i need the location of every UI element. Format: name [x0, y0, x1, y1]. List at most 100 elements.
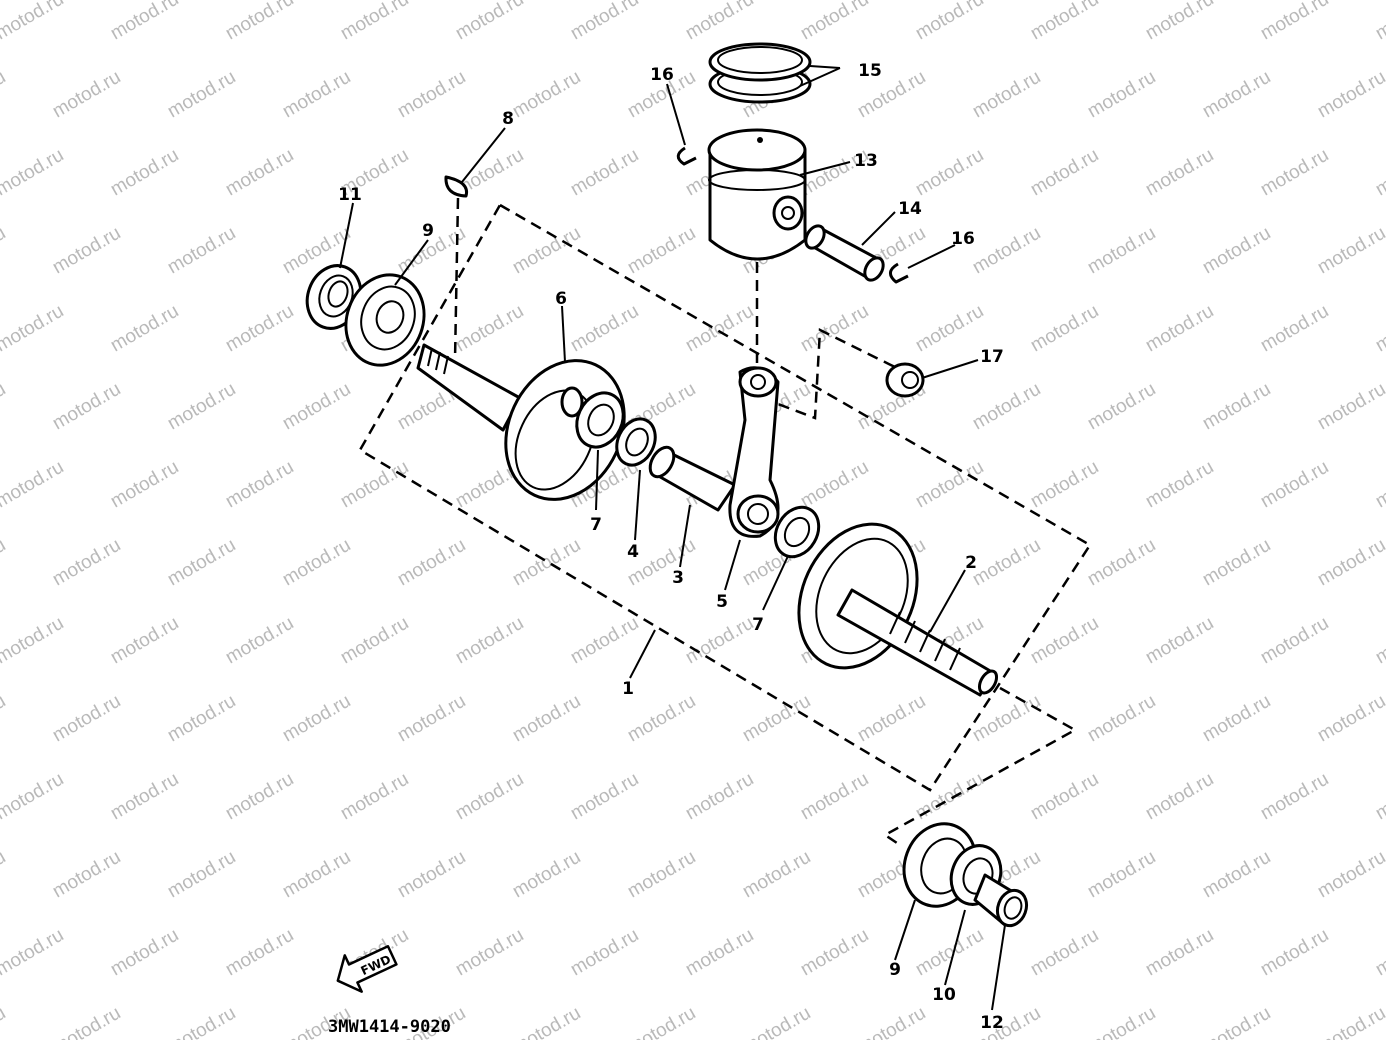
- watermark-text: motod.ru: [567, 769, 642, 825]
- callout-7-right: 7: [752, 615, 764, 635]
- watermark-text: motod.ru: [222, 145, 297, 201]
- watermark-text: motod.ru: [0, 613, 67, 669]
- watermark-text: motod.ru: [854, 691, 929, 747]
- watermark-text: motod.ru: [567, 301, 642, 357]
- watermark-text: motod.ru: [1314, 1003, 1386, 1040]
- watermark-text: motod.ru: [1257, 925, 1332, 981]
- watermark-text: motod.ru: [1142, 301, 1217, 357]
- watermark-text: motod.ru: [279, 67, 354, 123]
- watermark-text: motod.ru: [49, 379, 124, 435]
- watermark-text: motod.ru: [912, 301, 987, 357]
- watermark-text: motod.ru: [49, 223, 124, 279]
- watermark-text: motod.ru: [0, 1003, 9, 1040]
- watermark-text: motod.ru: [0, 145, 67, 201]
- assembly-outline-dashed: [358, 203, 1092, 792]
- watermark-text: motod.ru: [1372, 769, 1386, 825]
- watermark-text: motod.ru: [854, 1003, 929, 1040]
- watermark-text: motod.ru: [337, 0, 412, 44]
- watermark-text: motod.ru: [969, 223, 1044, 279]
- callout-10: 10: [932, 985, 956, 1005]
- watermark-text: motod.ru: [222, 613, 297, 669]
- watermark-text: motod.ru: [107, 613, 182, 669]
- watermark-text: motod.ru: [1372, 925, 1386, 981]
- watermark-text: motod.ru: [1257, 301, 1332, 357]
- callout-14: 14: [898, 199, 922, 219]
- watermark-text: motod.ru: [509, 535, 584, 591]
- callout-12: 12: [980, 1013, 1004, 1033]
- watermark-text: motod.ru: [222, 769, 297, 825]
- watermark-text: motod.ru: [1084, 1003, 1159, 1040]
- watermark-text: motod.ru: [1084, 535, 1159, 591]
- watermark-text: motod.ru: [164, 535, 239, 591]
- drawing-code: 3MW1414-9020: [328, 1017, 451, 1037]
- crank-pin: [648, 445, 737, 512]
- piston: [707, 128, 807, 261]
- collar: [973, 873, 1029, 928]
- watermark-text: motod.ru: [1142, 0, 1217, 44]
- watermark-text: motod.ru: [969, 691, 1044, 747]
- watermark-text: motod.ru: [394, 535, 469, 591]
- watermark-text: motod.ru: [1142, 769, 1217, 825]
- watermark-text: motod.ru: [1314, 67, 1386, 123]
- watermark-text: motod.ru: [1372, 301, 1386, 357]
- watermark-text: motod.ru: [452, 0, 527, 44]
- crankshaft-left-shaft: [416, 343, 522, 432]
- watermark-text: motod.ru: [1372, 457, 1386, 513]
- watermark-text: motod.ru: [1027, 457, 1102, 513]
- watermark-text: motod.ru: [739, 847, 814, 903]
- link-line-dashed-bottom: [882, 686, 1078, 847]
- watermark-text: motod.ru: [509, 223, 584, 279]
- watermark-text: motod.ru: [509, 691, 584, 747]
- watermark-text: motod.ru: [624, 691, 699, 747]
- callout-16-right: 16: [951, 229, 975, 249]
- watermark-text: motod.ru: [107, 457, 182, 513]
- watermark-text: motod.ru: [107, 0, 182, 44]
- callout-17: 17: [980, 347, 1004, 367]
- watermark-text: motod.ru: [509, 1003, 584, 1040]
- watermark-text: motod.ru: [1257, 769, 1332, 825]
- watermark-text: motod.ru: [337, 613, 412, 669]
- watermark-text: motod.ru: [682, 925, 757, 981]
- watermark-text: motod.ru: [164, 67, 239, 123]
- watermark-text: motod.ru: [0, 379, 9, 435]
- callout-labels: 1 2 3 4 5 6 7 7 8 9 9 10 11 12 13 14 15 …: [338, 61, 1004, 1033]
- callout-15: 15: [858, 61, 882, 81]
- watermark-text: motod.ru: [1314, 379, 1386, 435]
- watermark-text: motod.ru: [279, 535, 354, 591]
- watermark-text: motod.ru: [0, 691, 9, 747]
- callout-9-right: 9: [889, 960, 901, 980]
- watermark-text: motod.ru: [394, 67, 469, 123]
- watermark-text: motod.ru: [107, 925, 182, 981]
- callout-6: 6: [555, 289, 567, 309]
- callout-4: 4: [627, 542, 639, 562]
- callout-9-left: 9: [422, 221, 434, 241]
- watermark-text: motod.ru: [279, 379, 354, 435]
- watermark-text: motod.ru: [222, 301, 297, 357]
- watermark-text: motod.ru: [1199, 691, 1274, 747]
- bearing-web-right: [773, 505, 821, 559]
- watermark-text: motod.ru: [1027, 925, 1102, 981]
- watermark-text: motod.ru: [107, 301, 182, 357]
- watermark-text: motod.ru: [1084, 223, 1159, 279]
- callout-1: 1: [622, 679, 634, 699]
- watermark-text: motod.ru: [0, 67, 9, 123]
- watermark-text: motod.ru: [1372, 0, 1386, 44]
- watermark-text: motod.ru: [1314, 535, 1386, 591]
- watermark-text: motod.ru: [739, 1003, 814, 1040]
- callout-2: 2: [965, 553, 977, 573]
- watermark-text: motod.ru: [164, 1003, 239, 1040]
- watermark-text: motod.ru: [394, 847, 469, 903]
- watermark-text: motod.ru: [969, 379, 1044, 435]
- watermark-text: motod.ru: [107, 769, 182, 825]
- callout-3: 3: [672, 568, 684, 588]
- watermark-text: motod.ru: [797, 925, 872, 981]
- watermark-text: motod.ru: [279, 847, 354, 903]
- link-line-dashed-nut: [761, 328, 906, 420]
- watermark-text: motod.ru: [912, 769, 987, 825]
- callout-7-left: 7: [590, 515, 602, 535]
- watermark-text: motod.ru: [337, 769, 412, 825]
- watermark-text: motod.ru: [49, 691, 124, 747]
- watermark-text: motod.ru: [222, 0, 297, 44]
- watermark-text: motod.ru: [797, 769, 872, 825]
- watermark-text: motod.ru: [682, 613, 757, 669]
